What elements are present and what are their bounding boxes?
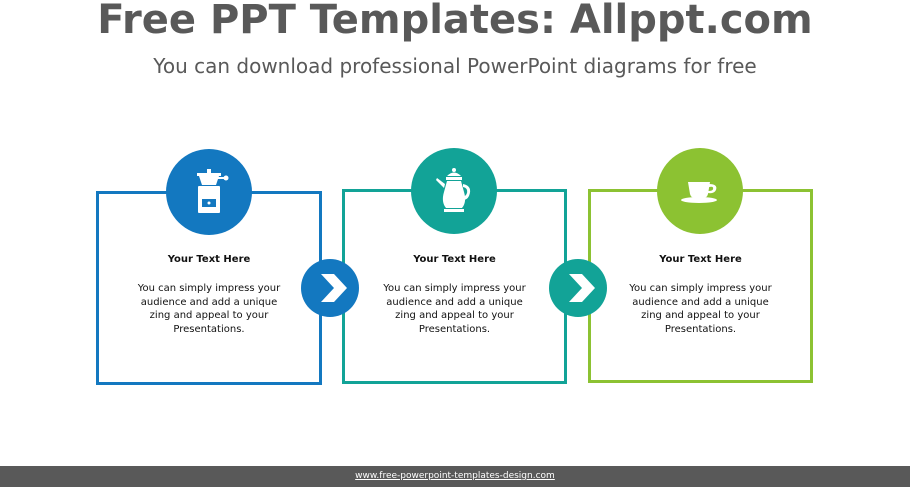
card-heading: Your Text Here [413, 254, 496, 265]
coffee-grinder-icon [197, 169, 229, 213]
card-1-icon-circle [166, 149, 252, 235]
arrow-1 [301, 259, 359, 317]
page-title: Free PPT Templates: Allppt.com [97, 0, 813, 43]
card-body: You can simply impress your audience and… [629, 283, 772, 335]
chevron-right-icon [321, 274, 347, 302]
card-heading: Your Text Here [659, 254, 742, 265]
coffee-pot-icon [436, 168, 471, 212]
card-heading: Your Text Here [167, 254, 251, 265]
card-body: You can simply impress your audience and… [137, 283, 281, 335]
card-body: You can simply impress your audience and… [383, 283, 526, 335]
page-subtitle: You can download professional PowerPoint… [153, 54, 757, 78]
coffee-cup-icon [681, 182, 717, 203]
card-3-icon-circle [657, 148, 743, 234]
footer-bar: www.free-powerpoint-templates-design.com [0, 466, 910, 487]
chevron-right-icon [569, 274, 595, 302]
footer-link[interactable]: www.free-powerpoint-templates-design.com [355, 471, 555, 481]
arrow-2 [549, 259, 607, 317]
card-2-icon-circle [411, 148, 497, 234]
